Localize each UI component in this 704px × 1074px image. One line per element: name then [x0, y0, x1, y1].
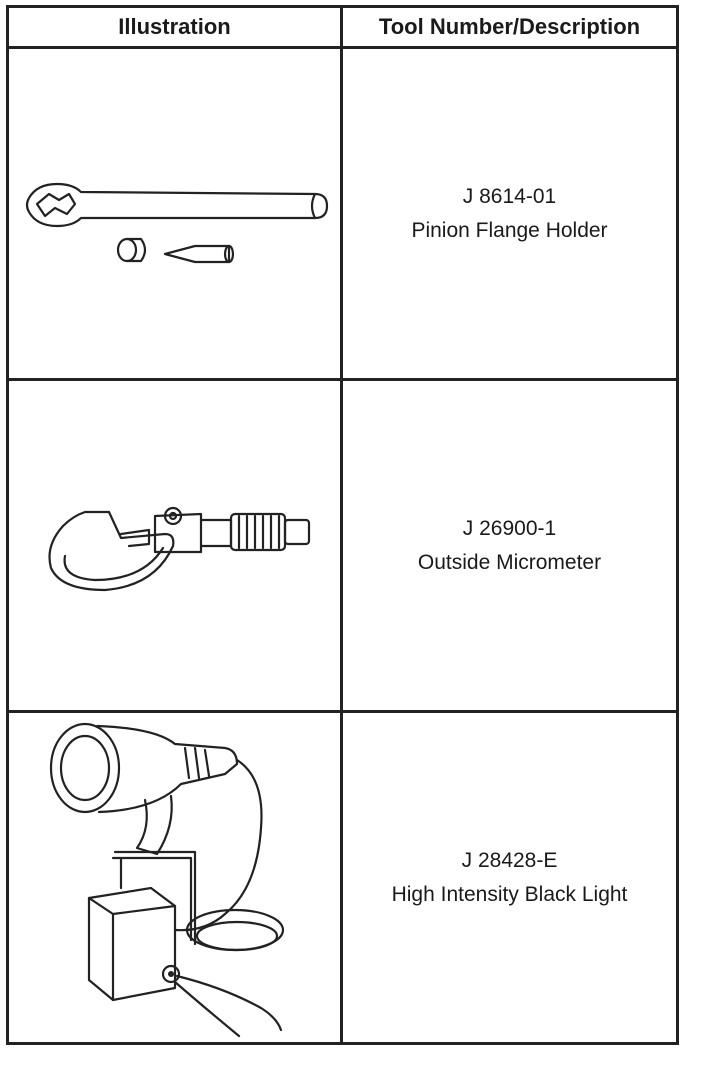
illustration-cell [6, 378, 343, 713]
tool-number: J 26900-1 [462, 516, 557, 540]
black-light-icon [49, 722, 284, 1037]
table-row: J 26900-1 Outside Micrometer [6, 378, 679, 713]
illustration-cell [6, 46, 343, 381]
tool-description: Outside Micrometer [417, 550, 602, 574]
tool-sheet: Illustration Tool Number/Description [6, 5, 679, 1065]
micrometer-icon [47, 506, 310, 591]
table-row: J 8614-01 Pinion Flange Holder [6, 46, 679, 381]
tool-cell: J 28428-E High Intensity Black Light [340, 710, 679, 1045]
header-row: Illustration Tool Number/Description [6, 5, 679, 49]
table-row: J 28428-E High Intensity Black Light [6, 710, 679, 1045]
tool-number: J 28428-E [461, 848, 558, 872]
tool-number: J 8614-01 [462, 184, 557, 208]
tool-description: High Intensity Black Light [391, 882, 628, 906]
tool-cell: J 26900-1 Outside Micrometer [340, 378, 679, 713]
illustration-cell [6, 710, 343, 1045]
tool-table: Illustration Tool Number/Description [6, 5, 679, 1045]
header-tool-number: Tool Number/Description [340, 5, 679, 49]
pinion-flange-holder-icon [25, 182, 328, 263]
tool-description: Pinion Flange Holder [411, 218, 608, 242]
header-illustration: Illustration [6, 5, 343, 49]
tool-cell: J 8614-01 Pinion Flange Holder [340, 46, 679, 381]
